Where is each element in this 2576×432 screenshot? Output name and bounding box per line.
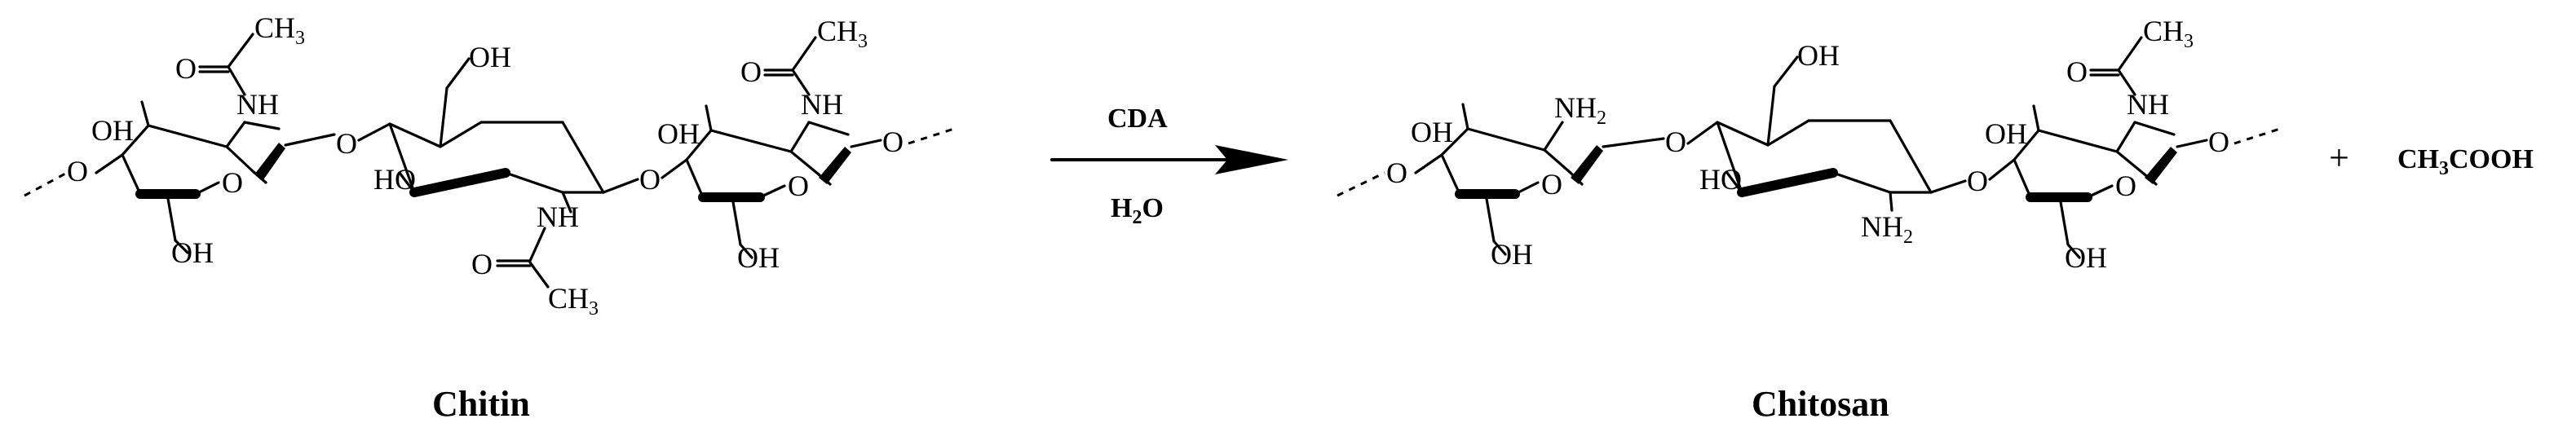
chitosan-structure: O O OH OH NH2 O [1337,15,2281,274]
chitosan-start-dash [1337,171,1385,197]
chitosan-unit-3-carbonyl-o: O [2066,55,2088,88]
chitosan-unit-1-ring [1414,103,1665,256]
chitin-unit-3-carbonyl-o: O [740,55,762,88]
chitosan-link-o-1: O [1665,126,1686,158]
chitosan-unit-2-ring [1686,55,1933,212]
chitin-start-oxygen: O [67,155,88,187]
reaction-arrow [1050,145,1288,174]
chitin-unit-3-methyl: CH3 [817,15,868,52]
chitin-end-oxygen: O [882,126,904,158]
chitosan-end-oxygen: O [2208,126,2229,158]
wedge-bond [2145,147,2177,184]
chitosan-unit-3-methyl: CH3 [2143,15,2194,52]
wedge-bond [254,143,285,181]
chitin-link-o-2: O [639,163,661,196]
chitosan-link-o-2: O [1967,165,1988,197]
chitin-unit-2-carbonyl-o: O [471,248,493,280]
chitin-unit-3-ring [661,104,851,259]
chain-start-dash [24,171,68,197]
chitosan-unit-2-ch2oh: OH [1797,39,1840,72]
chitin-unit-1-carbonyl-o: O [175,52,197,85]
chitin-unit-3-oh-bottom: OH [737,241,780,274]
chitin-unit-3-ring-o: O [788,170,809,202]
chitin-link-o-1: O [336,127,357,160]
chitosan-unit-2-nh2: NH2 [1861,210,1913,248]
chitin-unit-2-ho: HO [373,163,416,196]
chitin-unit-1-methyl: CH3 [254,11,305,49]
chitin-unit-2-ring [357,57,605,214]
chitosan-unit-3-ring [1988,104,2177,259]
plus-sign: + [2329,138,2349,178]
chitosan-unit-3-oh-top: OH [1985,117,2027,150]
chitin-unit-1-ring [95,100,285,254]
reagent-cda: CDA [1107,104,1168,134]
chitosan-unit-3-ring-o: O [2115,170,2136,202]
chitosan-label: Chitosan [1752,384,1889,424]
chitosan-unit-1-ring-o: O [1541,168,1562,201]
chitin-unit-2-ch2oh: OH [469,41,511,73]
chitin-unit-2-nh: NH [537,201,579,233]
chitin-unit-1-ring-o: O [222,166,243,199]
chitin-unit-2-methyl: CH3 [548,282,599,320]
chitin-unit-1-oh-top: OH [91,114,134,147]
chitin-structure: O O OH OH NH O CH3 O [24,11,955,320]
wedge-bond [1571,145,1603,184]
chitosan-start-oxygen: O [1386,156,1407,189]
chitosan-unit-1-oh-top: OH [1411,116,1453,148]
acetic-acid: CH3COOH [2397,144,2534,179]
wedge-bond [819,147,851,184]
chitosan-end-dash [2234,127,2281,145]
chitin-unit-3-oh-top: OH [657,117,700,150]
chitosan-unit-1-nh2: NH2 [1554,91,1606,129]
reagent-water: H2O [1111,193,1164,228]
chitosan-unit-2-ho: HO [1699,163,1742,196]
chain-end-dash [908,127,955,145]
chitosan-unit-3-oh-bottom: OH [2065,241,2107,274]
chitin-unit-1-oh-bottom: OH [171,236,214,269]
chitin-label: Chitin [432,384,530,424]
chitosan-unit-1-oh-bottom: OH [1491,238,1533,271]
